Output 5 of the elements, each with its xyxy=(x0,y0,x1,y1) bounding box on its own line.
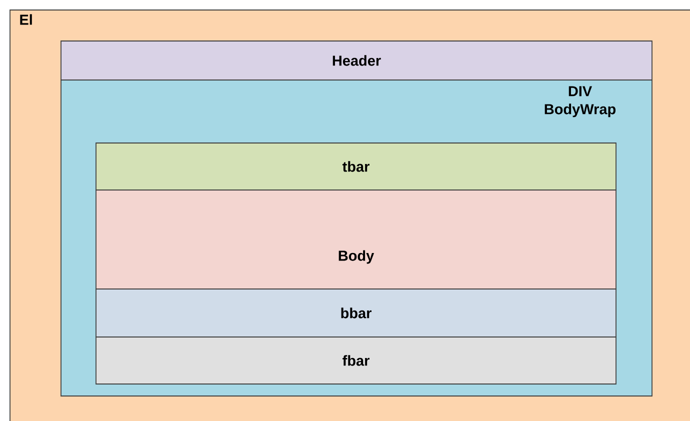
bottom-bar: bbar xyxy=(96,288,616,338)
body-area: Body xyxy=(96,190,616,290)
header-bar: Header xyxy=(60,40,652,80)
toolbar-band: tbar xyxy=(96,142,616,190)
footer-bar: fbar xyxy=(96,336,616,384)
